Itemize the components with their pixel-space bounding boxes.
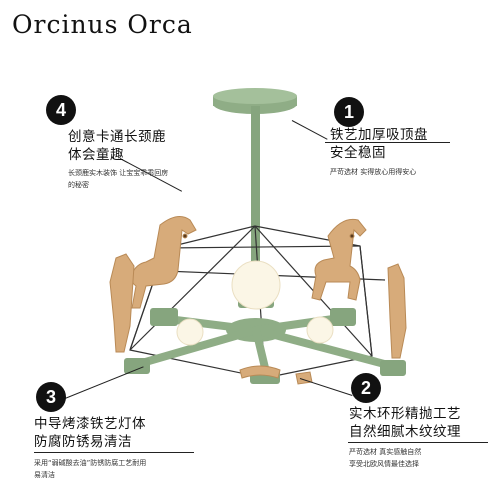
feature-1-desc: 严苛选材 实得放心用得安心 bbox=[330, 168, 417, 176]
feature-badge-2: 2 bbox=[351, 373, 381, 403]
feature-3-desc-line2: 易清洁 bbox=[34, 471, 55, 479]
feature-2-desc-line2: 享受北欧风情最佳选择 bbox=[349, 460, 419, 468]
feature-2-desc-line1: 严苛选材 真实感触自然 bbox=[349, 448, 422, 456]
feature-1-title-line1: 铁艺加厚吸顶盘 bbox=[330, 127, 428, 143]
callout-underline-1 bbox=[325, 142, 450, 143]
feature-2-title-line1: 实木环形精抛工艺 bbox=[349, 406, 461, 422]
feature-4-title-line2: 体会童趣 bbox=[68, 147, 124, 163]
feature-4-title-line1: 创意卡通长颈鹿 bbox=[68, 129, 166, 145]
feature-4-desc-line2: 的秘密 bbox=[68, 181, 89, 189]
feature-4-desc-line1: 长颈鹿实木装饰 让宝宝乖乖回房 bbox=[68, 169, 169, 177]
callout-underline-2 bbox=[348, 442, 488, 443]
feature-3-title-line1: 中导烤漆铁艺灯体 bbox=[34, 416, 146, 432]
callout-underline-3 bbox=[34, 452, 194, 453]
brand-title: Orcinus Orca bbox=[12, 10, 193, 39]
feature-badge-4: 4 bbox=[46, 95, 76, 125]
feature-3-desc-line1: 采用“弱碱酸去油”防锈防腐工艺耐用 bbox=[34, 459, 147, 467]
feature-badge-3: 3 bbox=[36, 382, 66, 412]
feature-badge-1: 1 bbox=[334, 97, 364, 127]
feature-2-title-line2: 自然细腻木纹纹理 bbox=[349, 424, 461, 440]
feature-3-title-line2: 防腐防锈易清洁 bbox=[34, 434, 132, 450]
feature-1-title-line2: 安全稳固 bbox=[330, 145, 386, 161]
